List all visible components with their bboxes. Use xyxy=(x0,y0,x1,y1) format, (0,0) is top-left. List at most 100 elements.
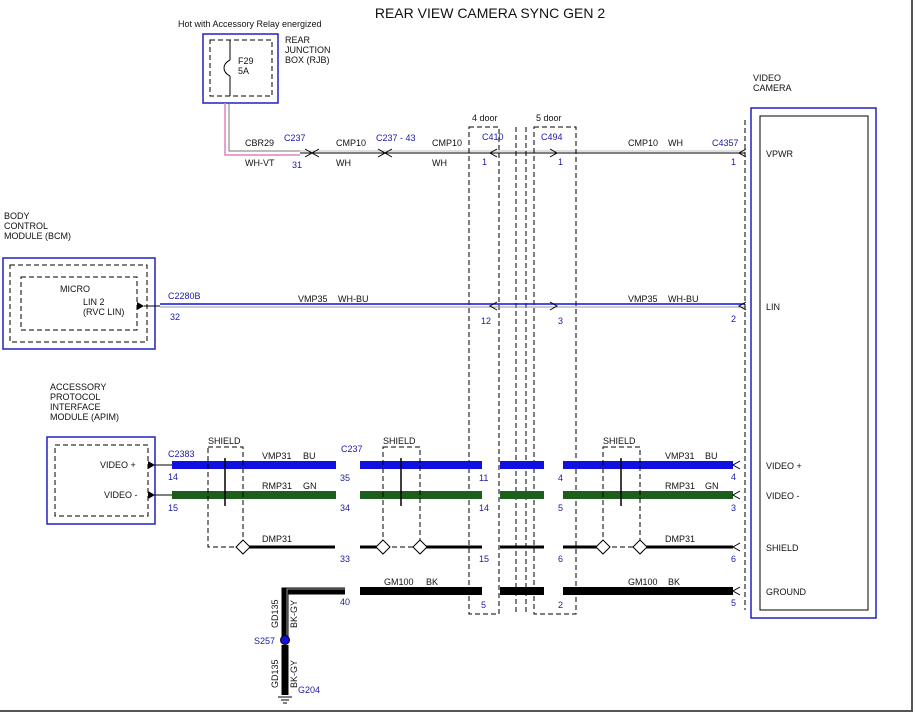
wire-ground-drop xyxy=(281,587,345,640)
pin-bcm-32: 32 xyxy=(170,312,180,322)
label-vmp31-a: VMP31 xyxy=(262,451,292,461)
arrow-camera-lin xyxy=(737,301,747,311)
camera-inner-box xyxy=(759,115,869,611)
pin-c494-vpwr: 1 xyxy=(558,157,563,167)
wire-video-plus-seg2 xyxy=(360,461,482,469)
bcm-pin-label-1: LIN 2 xyxy=(83,297,105,307)
camera-box xyxy=(750,107,877,619)
label-bu-a: BU xyxy=(303,451,316,461)
shield-label-3: SHIELD xyxy=(603,436,636,446)
rjb-name-line1: REAR xyxy=(285,35,311,45)
arrow-c494-vpwr xyxy=(549,148,559,158)
label-gn-a: GN xyxy=(303,481,317,491)
shield-box-2 xyxy=(382,446,421,548)
apim-box xyxy=(46,436,156,525)
connector-arrow-c237-43-b xyxy=(377,148,387,158)
label-5-door: 5 door xyxy=(536,113,562,123)
camera-pin-shield: SHIELD xyxy=(766,543,799,553)
pin-c494-4: 4 xyxy=(558,473,563,483)
drain-diamond-2 xyxy=(375,539,391,555)
camera-pin-num-video-minus: 3 xyxy=(731,503,736,513)
label-bu-b: BU xyxy=(705,451,718,461)
label-vmp31-b: VMP31 xyxy=(665,451,695,461)
camera-name-line2: CAMERA xyxy=(753,83,792,93)
pin-c237-34: 34 xyxy=(340,503,350,513)
wire-ground-drop-shade xyxy=(286,588,345,640)
bcm-micro-label: MICRO xyxy=(60,284,90,294)
label-gm100-b: GM100 xyxy=(628,577,658,587)
splice-s257 xyxy=(280,635,290,645)
label-c494: C494 xyxy=(541,132,563,142)
rjb-name-line3: BOX (RJB) xyxy=(285,55,330,65)
connector-c494-box xyxy=(533,126,577,615)
label-wh-vt: WH-VT xyxy=(245,158,275,168)
apim-name-line3: INTERFACE xyxy=(50,402,101,412)
label-s257: S257 xyxy=(254,636,275,646)
wire-video-minus-seg3 xyxy=(500,491,544,499)
rjb-note: Hot with Accessory Relay energized xyxy=(178,19,322,29)
label-c2280b: C2280B xyxy=(168,291,201,301)
apim-arrow-minus xyxy=(148,491,155,499)
label-bk-b: BK xyxy=(668,577,680,587)
arrow-camera-video-plus xyxy=(731,460,741,470)
bcm-inner-box xyxy=(9,264,148,343)
connector-c410-box xyxy=(468,126,500,615)
label-c4357: C4357 xyxy=(712,138,739,148)
wire-video-minus-seg2 xyxy=(360,491,482,499)
shield-label-2: SHIELD xyxy=(383,436,416,446)
label-vmp35-a: VMP35 xyxy=(298,294,328,304)
apim-inner-box xyxy=(54,444,149,517)
label-g204: G204 xyxy=(298,685,320,695)
wire-ground-seg1 xyxy=(360,587,482,595)
label-rmp31-b: RMP31 xyxy=(665,481,695,491)
shield-box-1 xyxy=(207,446,244,548)
wire-video-minus-seg1 xyxy=(172,491,336,499)
label-bk-gy-a: BK-GY xyxy=(289,600,299,628)
pin-c237-33: 33 xyxy=(340,554,350,564)
drain-diamond-1 xyxy=(235,539,251,555)
label-cmp10-a: CMP10 xyxy=(336,138,366,148)
pin-apim-15: 15 xyxy=(168,503,178,513)
pin-c494-lin: 3 xyxy=(558,316,563,326)
label-cbr29: CBR29 xyxy=(245,138,274,148)
camera-pin-ground: GROUND xyxy=(766,587,806,597)
apim-arrow-plus xyxy=(148,461,155,469)
fuse-rating: 5A xyxy=(238,66,249,76)
camera-pin-num-shield: 6 xyxy=(731,554,736,564)
apim-pin-video-minus: VIDEO - xyxy=(104,490,138,500)
label-wh-bu-a: WH-BU xyxy=(338,294,369,304)
apim-name-line2: PROTOCOL xyxy=(50,392,100,402)
label-wh-a: WH xyxy=(336,158,351,168)
pin-c237-35: 35 xyxy=(340,473,350,483)
bcm-output-arrow xyxy=(137,302,144,310)
diagram-title: REAR VIEW CAMERA SYNC GEN 2 xyxy=(375,5,605,21)
wire-wh-vt-grey xyxy=(228,103,300,152)
label-rmp31-a: RMP31 xyxy=(262,481,292,491)
bcm-name-line1: BODY xyxy=(4,211,30,221)
label-bk-a: BK xyxy=(426,577,438,587)
pin-c410-14: 14 xyxy=(479,503,489,513)
arrow-camera-shield xyxy=(731,542,741,552)
wire-ground-seg3 xyxy=(563,587,733,595)
apim-name-line4: MODULE (APIM) xyxy=(50,412,119,422)
label-vmp35-b: VMP35 xyxy=(628,294,658,304)
rjb-box xyxy=(202,33,279,104)
rjb-inner-box xyxy=(209,39,273,97)
pin-c494-2: 2 xyxy=(558,600,563,610)
wire-video-plus-seg4 xyxy=(563,461,733,469)
camera-pin-num-vpwr: 1 xyxy=(731,157,736,167)
camera-pin-vpwr: VPWR xyxy=(766,149,794,159)
arrow-c494-lin xyxy=(549,301,559,311)
label-cmp10-b: CMP10 xyxy=(432,138,462,148)
label-c237-video: C237 xyxy=(341,444,363,454)
camera-pin-lin: LIN xyxy=(766,302,780,312)
pin-c410-vpwr: 1 xyxy=(482,157,487,167)
pin-c410-15: 15 xyxy=(479,554,489,564)
label-wh-b: WH xyxy=(432,158,447,168)
pin-c494-6: 6 xyxy=(558,554,563,564)
pin-c237-31: 31 xyxy=(292,160,302,170)
pin-c410-lin: 12 xyxy=(481,316,491,326)
label-c237-43: C237 - 43 xyxy=(376,133,416,143)
label-bk-gy-b: BK-GY xyxy=(289,660,299,688)
